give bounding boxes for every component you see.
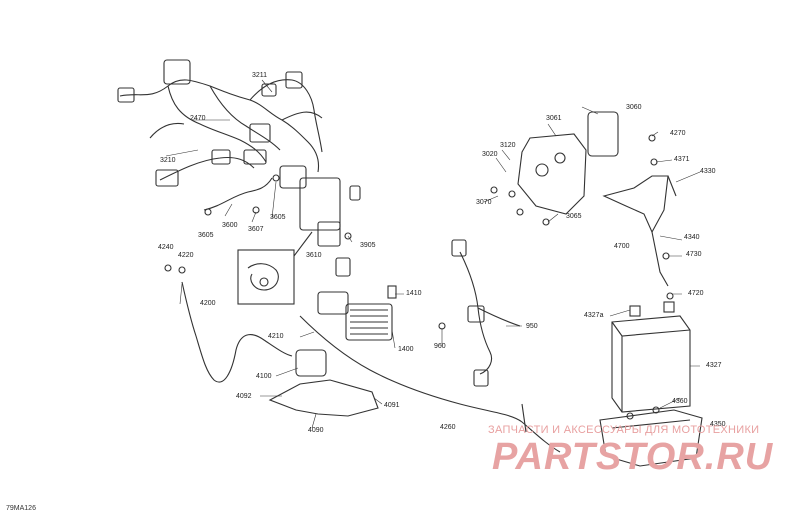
label-3070: 3070 (476, 199, 492, 206)
label-3211: 3211 (252, 72, 268, 79)
label-3020: 3020 (482, 151, 498, 158)
strap-4340 (651, 231, 669, 287)
label-4330: 4330 (700, 168, 716, 175)
watermark-caption: ЗАПЧАСТИ И АКСЕССУАРЫ ДЛЯ МОТОТЕХНИКИ (488, 424, 760, 436)
label-4327a: 4327a (584, 312, 604, 319)
label-3060: 3060 (626, 104, 642, 111)
cable-4260 (299, 315, 561, 453)
battery-4327 (611, 315, 691, 413)
label-4100: 4100 (256, 373, 272, 380)
label-4240: 4240 (158, 244, 174, 251)
label-3605: 3605 (270, 214, 286, 221)
label-3905: 3905 (360, 242, 376, 249)
label-4090: 4090 (308, 427, 324, 434)
regulator-1400 (345, 303, 393, 341)
label-4220: 4220 (178, 252, 194, 259)
wire-3600 (203, 177, 273, 211)
main-harness-branch-2 (209, 85, 281, 151)
label-3600: 3600 (222, 222, 238, 229)
label-950: 950 (526, 323, 538, 330)
assembly-3061 (517, 133, 587, 215)
label-4700: 4700 (614, 243, 630, 250)
label-4200: 4200 (200, 300, 216, 307)
label-4092: 4092 (236, 393, 252, 400)
bracket-4090 (268, 379, 379, 417)
label-4210: 4210 (268, 333, 284, 340)
label-1410: 1410 (406, 290, 422, 297)
actuator-3060 (587, 111, 619, 157)
label-4340: 4340 (684, 234, 700, 241)
label-3061: 3061 (546, 115, 562, 122)
label-3210: 3210 (160, 157, 176, 164)
label-4360: 4360 (672, 398, 688, 405)
label-3607: 3607 (248, 226, 264, 233)
label-4371: 4371 (674, 156, 690, 163)
inset-box-3610 (237, 249, 295, 305)
label-4720: 4720 (688, 290, 704, 297)
label-3120: 3120 (500, 142, 516, 149)
label-4350: 4350 (710, 421, 726, 428)
label-1400: 1400 (398, 346, 414, 353)
label-4260: 4260 (440, 424, 456, 431)
label-4327: 4327 (706, 362, 722, 369)
watermark-logo: PARTSTOR.RU (492, 436, 774, 478)
label-3605-b: 3605 (198, 232, 214, 239)
diagram-reference-code: 79MA126 (6, 505, 36, 512)
label-2470: 2470 (190, 115, 206, 122)
bracket-4700 (602, 175, 669, 234)
main-harness-branch-3 (249, 79, 323, 153)
main-harness-branch-4 (281, 111, 323, 121)
cable-4200 (181, 281, 293, 383)
label-4091: 4091 (384, 402, 400, 409)
harness-to-2470 (149, 122, 185, 139)
tray-4350 (599, 409, 703, 467)
label-3065: 3065 (566, 213, 582, 220)
harness-to-3210 (159, 156, 255, 181)
label-3610: 3610 (306, 252, 322, 259)
label-4270: 4270 (670, 130, 686, 137)
label-4730: 4730 (686, 251, 702, 258)
label-960: 960 (434, 343, 446, 350)
harness-950 (459, 251, 493, 375)
